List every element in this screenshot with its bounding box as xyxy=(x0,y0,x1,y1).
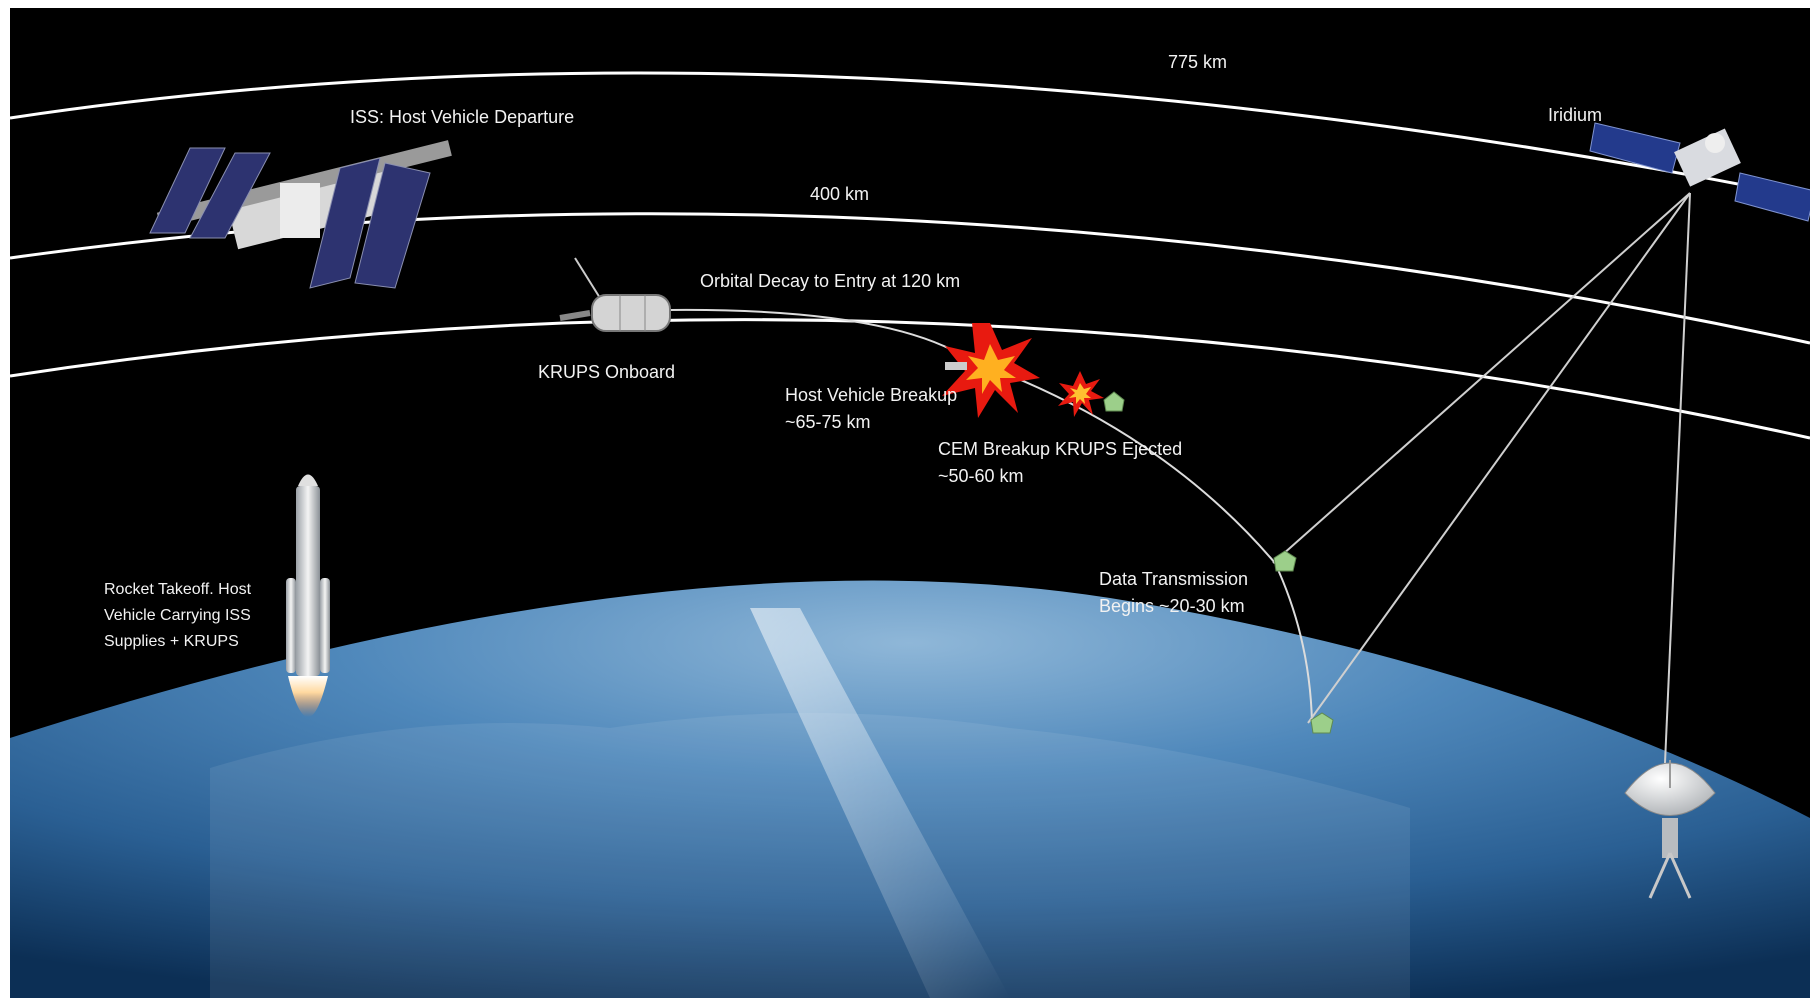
label-host-vehicle-breakup-line2: ~65-75 km xyxy=(785,412,871,432)
label-775-km: 775 km xyxy=(1168,52,1228,72)
label-krups-onboard: KRUPS Onboard xyxy=(538,362,676,382)
label-iridium: Iridium xyxy=(1548,105,1603,125)
orbit-775-km xyxy=(10,71,1810,200)
label-400-km: 400 km xyxy=(810,184,870,204)
reentry-trajectory xyxy=(669,308,1313,724)
earth xyxy=(10,580,1810,998)
label-iss-departure: ISS: Host Vehicle Departure xyxy=(350,107,575,127)
krups-capsule-icon xyxy=(1103,391,1334,734)
label-data-transmission-line1: Data Transmission xyxy=(1099,569,1249,589)
comm-link-high xyxy=(1272,192,1691,564)
label-data-transmission-line2: Begins ~20-30 km xyxy=(1099,596,1245,616)
mission-diagram xyxy=(10,71,1810,998)
label-host-vehicle-breakup-line1: Host Vehicle Breakup xyxy=(785,385,958,405)
label-rocket-takeoff-line3: Supplies + KRUPS xyxy=(104,633,239,650)
label-cem-breakup-line2: ~50-60 km xyxy=(938,466,1024,486)
label-rocket-takeoff-line2: Vehicle Carrying ISS xyxy=(104,607,251,624)
explosion-small-icon xyxy=(1058,371,1104,417)
host-vehicle-icon xyxy=(559,257,671,332)
comm-link-ground xyxy=(1664,192,1691,764)
label-rocket-takeoff-line1: Rocket Takeoff. Host xyxy=(104,581,252,598)
label-cem-breakup-line1: CEM Breakup KRUPS Ejected xyxy=(938,439,1183,459)
comm-link-low xyxy=(1307,192,1691,724)
explosion-icon xyxy=(942,323,1040,418)
orbit-entry-120-km xyxy=(10,318,1810,440)
iss-icon xyxy=(149,140,452,289)
earth-cloud-texture xyxy=(210,713,1410,998)
earth-sun-glint xyxy=(750,608,1010,998)
label-host-vehicle-breakup: Host Vehicle Breakup ~65-75 km xyxy=(785,382,957,436)
label-orbital-decay: Orbital Decay to Entry at 120 km xyxy=(700,271,961,291)
rocket-icon xyxy=(286,474,330,717)
label-rocket-takeoff: Rocket Takeoff. Host Vehicle Carrying IS… xyxy=(104,577,251,655)
label-data-transmission: Data Transmission Begins ~20-30 km xyxy=(1099,566,1248,620)
diagram-frame: 775 km Iridium ISS: Host Vehicle Departu… xyxy=(10,8,1810,998)
iridium-satellite-icon xyxy=(1589,122,1810,222)
label-cem-breakup: CEM Breakup KRUPS Ejected ~50-60 km xyxy=(938,436,1182,490)
ground-station-dish-icon xyxy=(1624,760,1716,899)
